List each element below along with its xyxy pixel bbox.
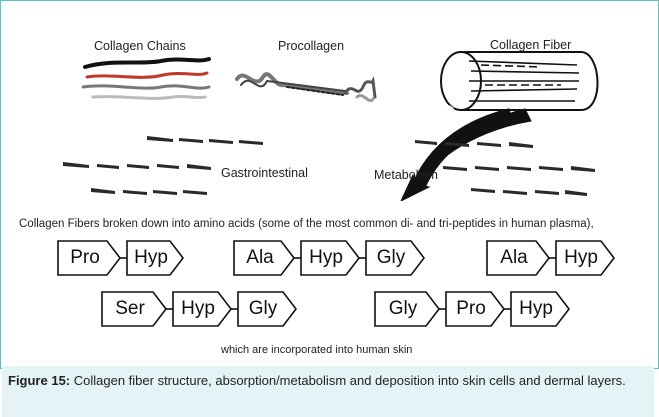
peptide-residue: Ala [489,240,539,276]
peptide-pro-hyp: Pro Hyp [57,240,185,276]
peptide-residue: Hyp [513,291,559,327]
peptide-residue: Gly [368,240,414,276]
peptide-residue: Hyp [303,240,349,276]
caption-text: Collagen fiber structure, absorption/met… [70,373,626,388]
caption-label: Figure 15: [8,373,70,388]
peptide-residue: Gly [240,291,286,327]
peptide-ser-hyp-gly: Ser Hyp Gly [101,291,301,327]
collagen-fiber-drawing [441,52,598,110]
gastrointestinal-label: Gastrointestinal [221,166,308,180]
peptide-residue: Pro [60,240,110,276]
peptide-residue: Hyp [129,240,173,276]
skin-text: which are incorporated into human skin [221,344,412,356]
peptide-fragments [1,126,658,206]
peptide-residue: Pro [448,291,494,327]
figure-panel: Collagen Chains Procollagen Collagen Fib… [0,0,659,369]
peptide-residue: Ala [236,240,284,276]
peptide-residue: Hyp [558,240,604,276]
peptide-gly-pro-hyp: Gly Pro Hyp [374,291,574,327]
peptide-residue: Gly [377,291,429,327]
collagen-chains-drawing [83,59,209,98]
metabolism-label: Metabolism [374,168,438,182]
peptide-residue: Hyp [175,291,221,327]
figure-caption: Figure 15: Collagen fiber structure, abs… [2,366,654,417]
peptide-ala-hyp: Ala Hyp [486,240,618,276]
peptide-ala-hyp-gly: Ala Hyp Gly [233,240,429,276]
peptide-residue: Ser [104,291,156,327]
breakdown-text: Collagen Fibers broken down into amino a… [19,218,594,230]
procollagen-drawing [237,74,375,100]
